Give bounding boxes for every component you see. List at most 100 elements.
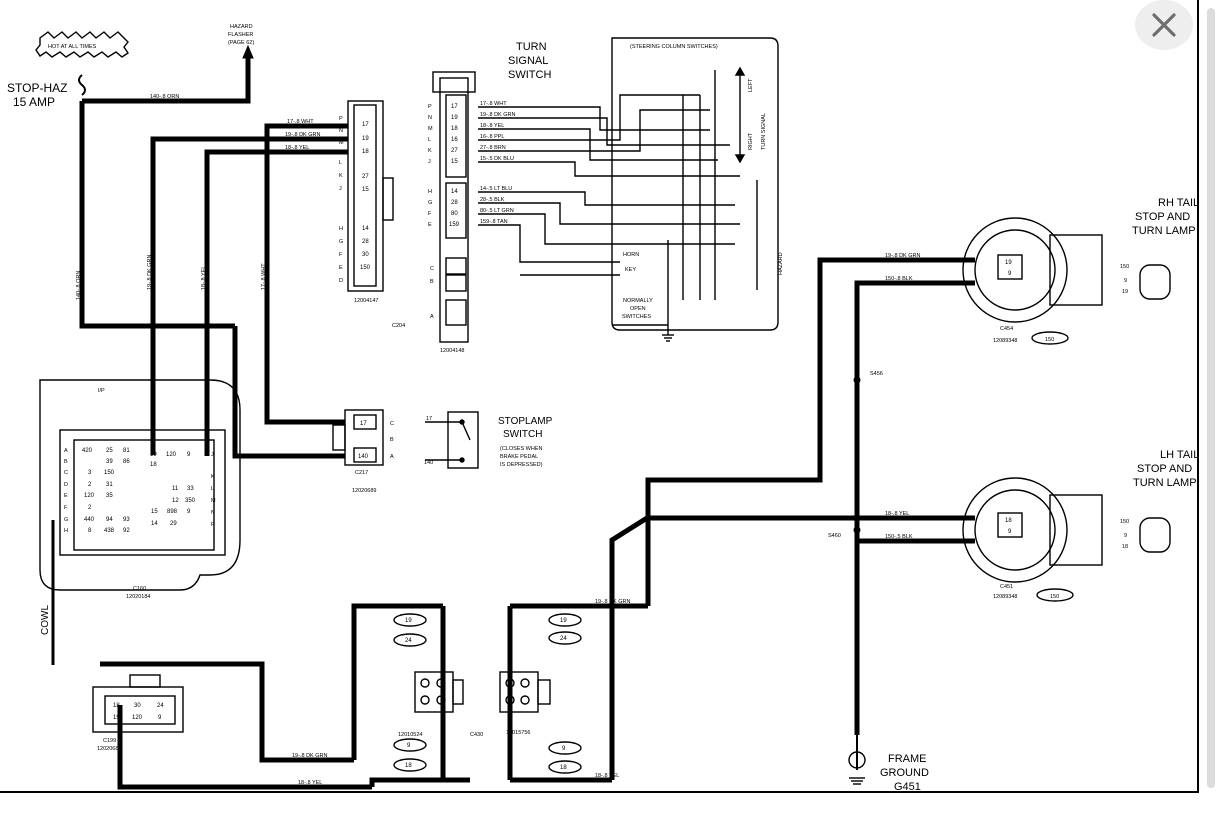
c160-pin: 25 [106, 448, 113, 454]
c204-right-letter: C [430, 266, 434, 272]
c204-pin: 27 [362, 174, 369, 180]
frame-ground-label-1: FRAME [888, 753, 927, 765]
rh-wire-19: 19-.8 DK GRN [885, 253, 920, 259]
c204-right-pin: 80 [451, 211, 458, 217]
page-ref-150b: 150 [1050, 594, 1059, 600]
cowl-label: COWL [40, 605, 51, 635]
c199-pin: 30 [134, 703, 141, 709]
c204-pin-letter: M [339, 140, 344, 146]
scrollbar-thumb[interactable] [1207, 8, 1215, 788]
stoplamp-pin: 17 [426, 416, 432, 422]
lh-wire-18: 18-.8 YEL [885, 511, 909, 517]
lh-plug-pin: 150 [1120, 519, 1129, 525]
c204-pin: 19 [362, 136, 369, 142]
wire-label-140-orn: 140-.8 ORN [150, 94, 179, 100]
c160-letter: G [64, 517, 68, 523]
c199-pin: 9 [158, 715, 162, 721]
c199-pin: 19 [113, 715, 120, 721]
c160-pin: 3 [88, 470, 92, 476]
splice-s460 [853, 526, 861, 534]
no-switch-label-2: OPEN [630, 306, 646, 312]
flasher-label-3: (PAGE 62) [228, 40, 254, 46]
c160-letter: C [64, 470, 68, 476]
c430-right-pin: 24 [560, 636, 567, 642]
c160-pin: 2 [88, 482, 92, 488]
c160-label: C160 [133, 586, 146, 592]
wire-140-to-c217 [232, 326, 345, 459]
lh-tail-label-2: STOP AND [1137, 463, 1192, 475]
stoplamp-label-4: BRAKE PEDAL [500, 454, 538, 460]
lh-tail-label-3: TURN LAMP [1133, 477, 1197, 489]
wire-label-18: 18-.8 YEL [285, 145, 309, 151]
c160-letter: J [211, 452, 214, 458]
c204-connector [347, 71, 476, 343]
c199-part: 12020688 [97, 746, 121, 752]
wire-bot-19a [351, 603, 443, 760]
c430-left-pin: 19 [405, 618, 412, 624]
flasher-label-1: HAZARD [230, 24, 253, 30]
c204-pin-letter: F [339, 252, 343, 258]
c204-right-pin: 159 [449, 222, 460, 228]
c454-part: 12089348 [993, 338, 1017, 344]
ts-wire-27: 27-.8 BRN [480, 145, 506, 151]
c160-pin: 120 [84, 493, 95, 499]
ts-wire-19: 19-.8 DK GRN [480, 112, 515, 118]
stop-haz-amp-label: 15 AMP [13, 95, 55, 109]
c160-pin: 150 [104, 470, 115, 476]
c199-pin: 120 [132, 715, 143, 721]
turn-label-2: SIGNAL [508, 55, 548, 67]
c160-letter: K [211, 474, 215, 480]
rh-plug-pin: 19 [1122, 289, 1128, 295]
c204-right-letter: H [428, 189, 432, 195]
c217-pin: 140 [358, 454, 369, 460]
close-button[interactable] [1135, 0, 1193, 50]
c204-label: C204 [392, 323, 405, 329]
hot-label: HOT AT ALL TIMES [48, 44, 97, 50]
c204-right-pin: 17 [451, 104, 458, 110]
frame-ground-label-3: G451 [894, 781, 921, 793]
c430-left-pin: 24 [405, 638, 412, 644]
c204-right-pin: 19 [451, 115, 458, 121]
c204-pin-letter: N [339, 128, 343, 134]
c204-pin-letter: H [339, 226, 343, 232]
lh-plug-pin: 18 [1122, 544, 1128, 550]
ts-wire-15: 15-.5 DK BLU [480, 156, 514, 162]
c160-letter: D [64, 482, 68, 488]
c204-pin-letter: E [339, 265, 343, 271]
c430-right-pin: 18 [560, 765, 567, 771]
c160-letter: F [64, 505, 68, 511]
splice-s456-label: S456 [870, 371, 883, 377]
c160-letter: M [211, 498, 216, 504]
lh-lamp-pin: 18 [1005, 518, 1012, 524]
ts-wire-28: 28-.5 BLK [480, 197, 505, 203]
rh-wire-150: 150-.8 BLK [885, 276, 913, 282]
wire-19-dkgrn [150, 136, 348, 455]
c160-pin: 2 [88, 505, 92, 511]
c204-right-letter: P [428, 104, 432, 110]
c160-pin: 29 [170, 521, 177, 527]
c204-pin: 17 [362, 122, 369, 128]
splice-s460-label: S460 [828, 533, 841, 539]
c217-letter: C [390, 421, 394, 427]
wire-label-19-v: 19-.8 DK GRN [147, 255, 153, 290]
c160-pin: 39 [106, 459, 113, 465]
wire-lh-18 [609, 515, 975, 780]
vertical-scrollbar[interactable] [1207, 8, 1215, 788]
thick-wires [51, 55, 975, 790]
stoplamp-label-3: (CLOSES WHEN [500, 446, 543, 452]
wire-bot-18a [369, 777, 470, 787]
c430-part-b: 12015756 [506, 730, 530, 736]
wire-rh-150 [854, 280, 975, 735]
c160-pin: 350 [185, 498, 196, 504]
wire-label-17: 17-.8 WHT [287, 119, 314, 125]
turn-label-3: SWITCH [508, 69, 551, 81]
c451-part: 12089348 [993, 594, 1017, 600]
rh-lamp-pin: 19 [1005, 260, 1012, 266]
bot-wire-18b: 18-.8 YEL [595, 773, 619, 779]
rh-plug-pin: 150 [1120, 264, 1129, 270]
ts-wire-17: 17-.8 WHT [480, 101, 507, 107]
c160-pin: 35 [106, 493, 113, 499]
c160-pin: 9 [187, 509, 191, 515]
rh-lamp [962, 217, 1171, 345]
